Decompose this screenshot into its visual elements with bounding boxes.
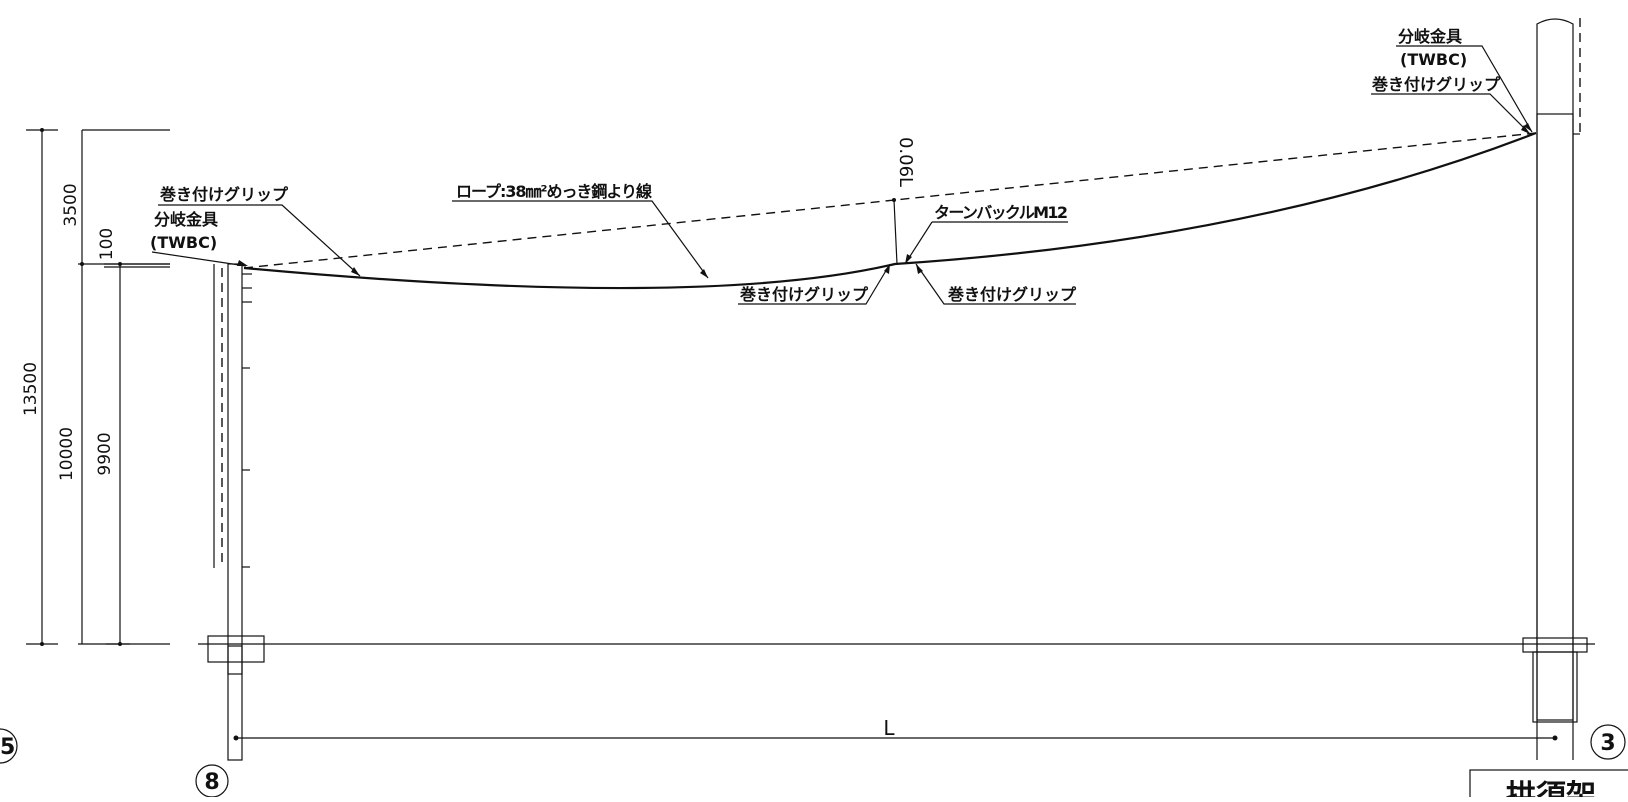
sag-line: [893, 199, 898, 265]
leaders: [151, 45, 1533, 305]
grid-marker-3: 3: [1600, 731, 1615, 756]
title-partial: 拱須架: [1506, 779, 1596, 797]
dim-10000: 10000: [57, 427, 77, 481]
rope-label: ロープ:38㎜²めっき鋼より線: [456, 182, 652, 201]
span-label: L: [883, 716, 895, 740]
grip-label-left: 巻き付けグリップ: [159, 185, 289, 204]
twbc-label-left: (TWBC): [150, 233, 217, 252]
right-pole: [1522, 18, 1588, 760]
turnbuckle-label: ターンバックルM12: [934, 203, 1068, 222]
left-pole: [207, 263, 265, 761]
grip-label-right: 巻き付けグリップ: [1371, 75, 1501, 94]
grip-label-mid-left: 巻き付けグリップ: [739, 285, 869, 304]
dim-9900: 9900: [95, 432, 115, 475]
twbc-label-right: (TWBC): [1400, 50, 1467, 69]
grid-marker-5: 5: [0, 735, 15, 760]
grid-marker-8: 8: [204, 770, 219, 795]
branch-fitting-label-right: 分岐金具: [1398, 27, 1462, 46]
rope-curve: [243, 131, 1537, 290]
grid-marker-5-circle: [0, 728, 18, 764]
chord-line: [243, 132, 1537, 269]
dim-3500: 3500: [61, 183, 81, 226]
grid-marker-3-circle: [1590, 724, 1626, 760]
dim-100: 100: [97, 228, 117, 260]
sag-label: 0.06L: [895, 137, 916, 187]
branch-fitting-label-left: 分岐金具: [154, 210, 218, 229]
dimension-lines: [26, 128, 170, 646]
dim-13500: 13500: [21, 362, 41, 416]
title-box: [1469, 769, 1628, 802]
grip-label-mid-right: 巻き付けグリップ: [947, 285, 1077, 304]
